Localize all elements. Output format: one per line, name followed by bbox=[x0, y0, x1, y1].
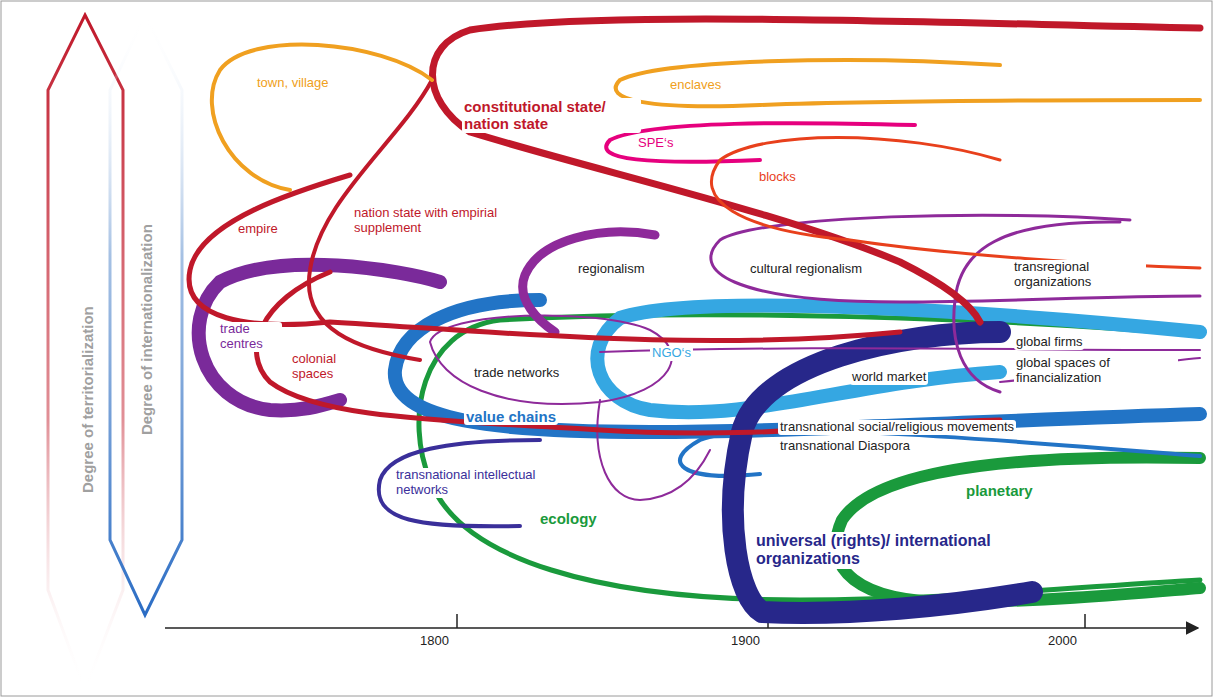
internationalization-arrow bbox=[110, 15, 182, 615]
enclaves-curve bbox=[616, 60, 1200, 106]
axis-title: Degree of internationalization bbox=[137, 223, 154, 438]
planetary-curve bbox=[836, 457, 1200, 602]
curve-label: nation state with empirial supplement bbox=[352, 206, 541, 236]
curve-label: blocks bbox=[757, 170, 798, 185]
regionalism-curve bbox=[523, 232, 655, 332]
axis-tick bbox=[1084, 614, 1086, 628]
spe-curve bbox=[606, 123, 915, 162]
curve-label: town, village bbox=[255, 76, 331, 91]
time-axis bbox=[165, 627, 1198, 629]
curve-label: ecology bbox=[538, 510, 599, 527]
axis-year: 1800 bbox=[418, 634, 451, 649]
trade-centres-curve bbox=[199, 265, 440, 411]
curve-label: trade networks bbox=[472, 366, 561, 381]
movements-curve bbox=[680, 431, 1200, 476]
curve-label: enclaves bbox=[668, 78, 723, 93]
curves bbox=[189, 19, 1200, 613]
curve-label: global firms bbox=[1014, 335, 1084, 350]
axis-year: 2000 bbox=[1046, 634, 1079, 649]
curve-label: global spaces of financialization bbox=[1014, 356, 1178, 386]
world-market-curve bbox=[733, 332, 1032, 613]
curve-label: regionalism bbox=[576, 262, 646, 277]
curve-label: world market bbox=[850, 370, 928, 385]
curve-label: universal (rights)/ international organi… bbox=[754, 532, 1023, 569]
colonial-curve bbox=[257, 272, 1001, 433]
curve-label: transregional organizations bbox=[1012, 260, 1146, 290]
curve-label: value chains bbox=[464, 408, 558, 425]
curve-label: cultural regionalism bbox=[748, 262, 864, 277]
curve-label: empire bbox=[236, 222, 280, 237]
curve-label: transnational Diaspora bbox=[778, 439, 912, 454]
ngo-curve bbox=[597, 306, 1200, 413]
curve-label: transnational intellectual networks bbox=[394, 468, 593, 498]
curve-label: transnational social/religious movements bbox=[778, 420, 1016, 435]
nation-state-curve bbox=[433, 19, 1201, 322]
empire-curve bbox=[189, 175, 900, 341]
town-village-curve bbox=[212, 45, 432, 190]
curve-label: SPE‘s bbox=[636, 136, 675, 151]
axis-tick bbox=[456, 614, 458, 628]
axis-title: Degree of territorialization bbox=[78, 305, 95, 496]
curve-label: planetary bbox=[964, 482, 1035, 499]
blocks-curve bbox=[711, 138, 1200, 269]
curve-label: constitutional state/ nation state bbox=[462, 98, 641, 133]
territorialization-arrow bbox=[48, 15, 123, 690]
movements-loop bbox=[597, 400, 710, 500]
curve-label: trade centres bbox=[218, 322, 282, 352]
curve-label: NGO‘s bbox=[650, 346, 693, 361]
curve-label: colonial spaces bbox=[290, 352, 356, 382]
axis-year: 1900 bbox=[729, 634, 762, 649]
